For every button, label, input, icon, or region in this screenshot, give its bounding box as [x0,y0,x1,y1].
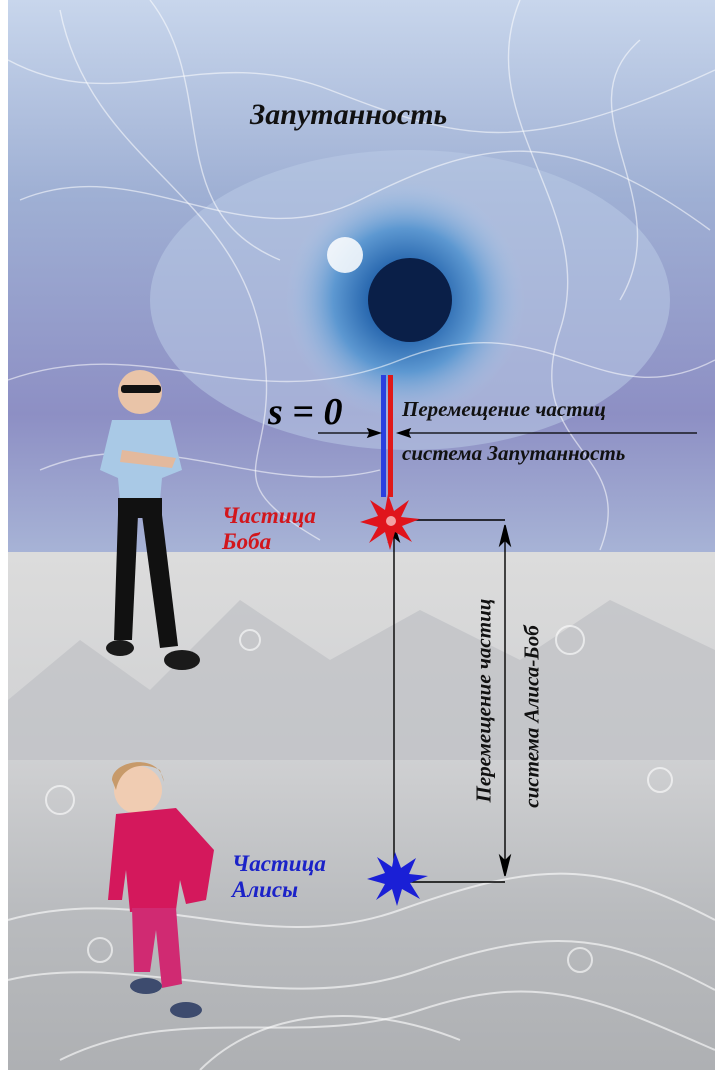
page-title: Запутанность [250,98,448,131]
entanglement-system-label-line1: Перемещение частиц [402,397,606,421]
alice-bob-system-label-line2: система Алиса-Боб [519,625,544,808]
dimension-arrows [498,524,512,877]
blue-marker-bar [381,375,386,497]
bob-particle-label: Частица Боба [222,503,316,555]
alice-bob-system-label-line1: Перемещение частиц [471,598,496,803]
entanglement-system-label-line2: система Запутанность [402,441,626,465]
fog-landscape-icon [7,552,715,1071]
alice-particle-label-line1: Частица [232,851,326,876]
right-arrow [395,427,697,439]
alice-particle-label-line2: Алисы [232,877,299,902]
blue-star-burst-icon [367,852,428,906]
bob-particle-label-line1: Частица [222,503,316,528]
bob-particle-label-line2: Боба [222,529,272,554]
entanglement-equation: s = 0 [268,391,343,433]
red-marker-bar [388,375,393,497]
alice-figure-icon [108,762,214,1018]
red-star-burst-icon [360,494,420,550]
left-arrow [318,427,383,439]
alice-particle-label: Частица Алисы [232,851,326,903]
bob-figure-icon [100,370,200,670]
